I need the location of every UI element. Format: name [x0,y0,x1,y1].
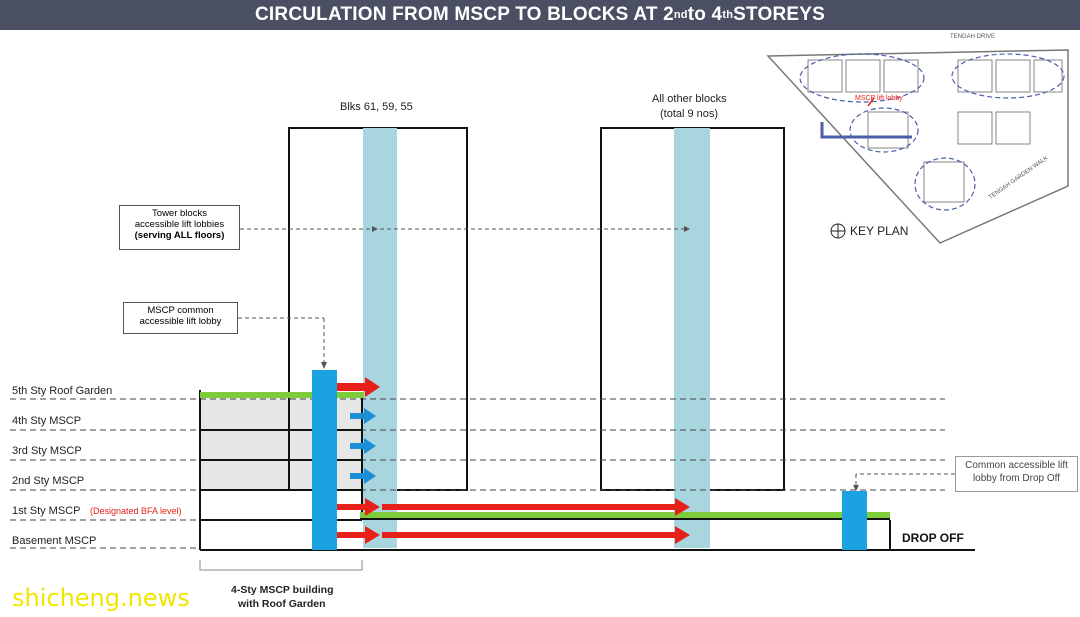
title-sup-1: nd [673,9,688,21]
left-towers-label: Blks 61, 59, 55 [340,101,413,113]
blue-arrow-4 [350,408,376,424]
red-arrow-1st-a [337,498,380,516]
mscp-brace [199,560,363,571]
podium-green-line [360,512,890,518]
key-plan-map [766,49,1069,244]
mscp-lobby-line-1: MSCP common [147,305,214,316]
drop-off-label: DROP OFF [902,531,964,545]
callout-leaders [238,228,955,488]
tower-lobbies-line-2: accessible lift lobbies [134,219,225,230]
level-label-5: 5th Sty Roof Garden [12,385,113,397]
mscp-lift-marker [820,122,912,139]
level-label-3: 3rd Sty MSCP [12,445,82,457]
dropoff-lobby-line-1: Common accessible lift [965,460,1068,471]
dropoff-lobby-callout: Common accessible lift lobby from Drop O… [955,456,1078,492]
title-part-2: to 4 [687,4,723,25]
mscp-building-line-2: with Roof Garden [238,598,326,610]
site-dashed-outlines [799,53,1065,211]
tower-lobbies-line-3: (serving ALL floors) [134,230,225,241]
level-label-2: 2nd Sty MSCP [12,475,85,487]
red-arrows [337,377,690,544]
level-lines [10,398,945,549]
title-sup-2: th [722,9,734,21]
red-arrow-base-a [337,526,380,544]
red-arrow-roof [337,377,380,397]
mscp-building-line-1: 4-Sty MSCP building [231,584,334,596]
north-arrow-icon [830,223,846,239]
level-label-basement: Basement MSCP [12,535,97,547]
title-part-3: STOREYS [733,4,825,25]
lift-core-left [363,128,397,548]
blue-arrow-2 [350,468,376,484]
site-boundary [766,49,1069,244]
blue-arrow-3 [350,438,376,454]
bfa-level-note: (Designated BFA level) [90,506,182,516]
key-plan-label: KEY PLAN [850,224,909,238]
key-plan-road-top: TENGAH DRIVE [950,34,996,40]
watermark: shicheng.news [12,584,190,612]
level-label-1: 1st Sty MSCP [12,505,81,517]
right-towers-label-1: All other blocks [652,93,727,105]
level-label-4: 4th Sty MSCP [12,415,82,427]
dropoff-lift-shaft [842,491,867,550]
dropoff-lobby-line-2: lobby from Drop Off [972,473,1061,484]
tower-lobbies-callout: Tower blocks accessible lift lobbies (se… [119,205,240,250]
mscp-lobby-callout: MSCP common accessible lift lobby [123,302,238,334]
lift-core-right [674,128,710,548]
mscp-lift-shaft [312,370,337,550]
blue-arrows [350,408,376,484]
mscp-floor-ground [200,490,305,520]
key-plan-lift-lobby: MSCP lift lobby [855,95,903,102]
red-arrow-1st-b [382,498,690,516]
tower-lobbies-line-1: Tower blocks [152,208,207,219]
roof-garden-line [200,392,364,398]
red-arrow-base-b [382,526,690,544]
title-part-1: CIRCULATION FROM MSCP TO BLOCKS AT 2 [255,4,674,25]
mscp-floor-fill [200,398,362,490]
right-towers-label-2: (total 9 nos) [660,108,719,120]
mscp-lobby-line-2: accessible lift lobby [139,316,222,327]
